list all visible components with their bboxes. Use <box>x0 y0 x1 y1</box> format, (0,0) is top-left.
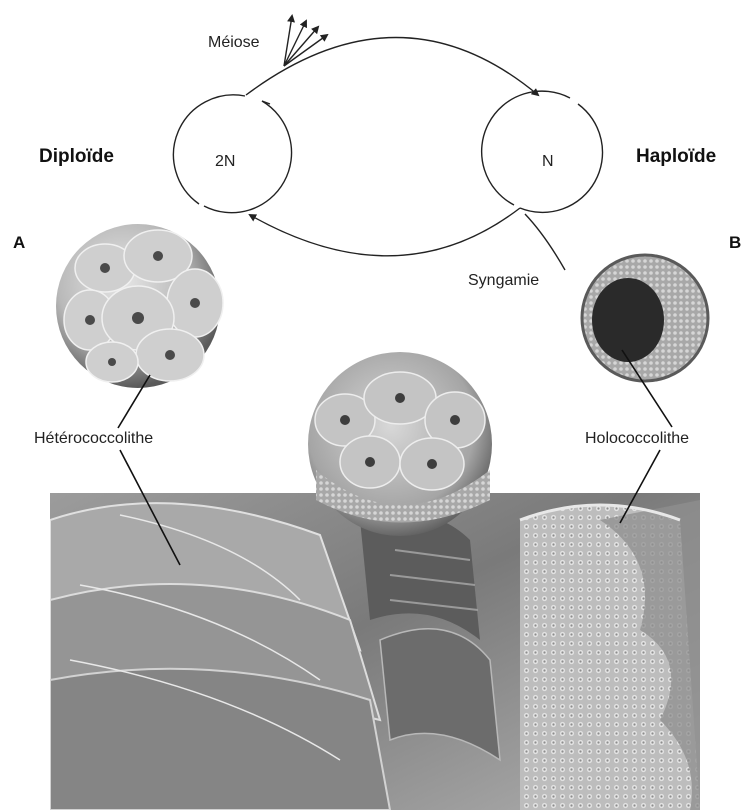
haploid-label: Haploïde <box>636 146 716 168</box>
haploid-cell-circle <box>520 104 603 212</box>
diploid-ploidy-label: 2N <box>215 153 235 171</box>
central-cell-image <box>308 352 492 536</box>
diploid-label: Diploïde <box>39 146 114 168</box>
heterococcolith-label: Hétérococcolithe <box>32 430 155 448</box>
panel-b-label: B <box>729 233 741 253</box>
panel-a-label: A <box>13 233 25 253</box>
holococcolith-cell-image <box>582 255 708 381</box>
sem-background-image <box>50 493 700 810</box>
meiosis-arrow <box>246 38 538 96</box>
meiosis-label: Méiose <box>208 34 260 52</box>
syngamy-arrow <box>250 208 520 256</box>
syngamy-label: Syngamie <box>468 272 539 290</box>
heterococcolith-cell-image <box>56 224 223 388</box>
haploid-ploidy-label: N <box>542 153 554 171</box>
life-cycle-diagram <box>173 16 602 270</box>
holococcolith-label: Holococcolithe <box>583 430 691 448</box>
